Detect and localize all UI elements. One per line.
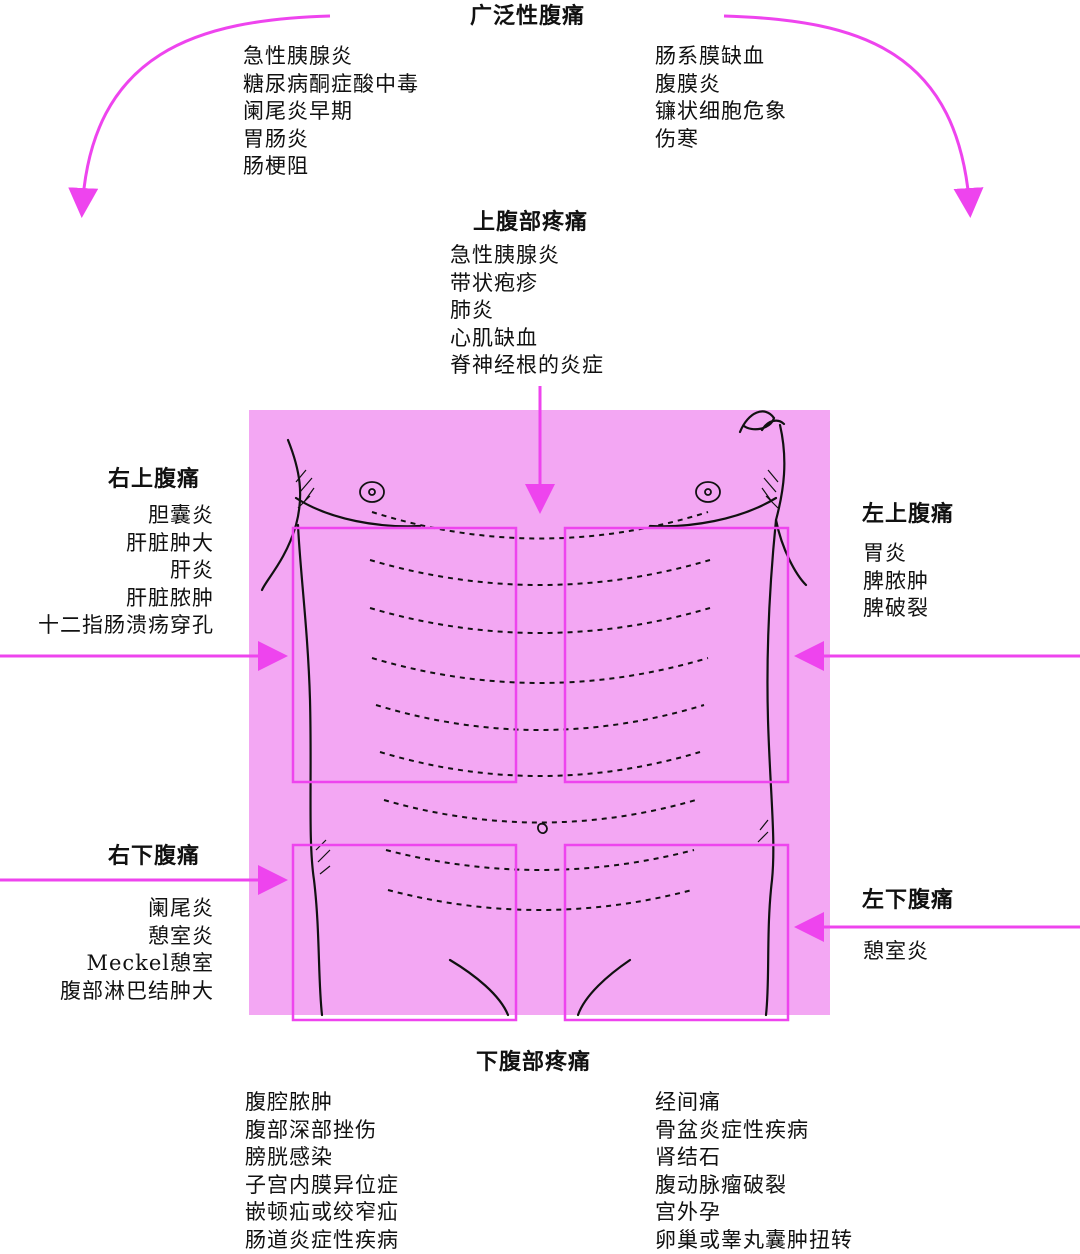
condition-item: 脾破裂 — [863, 595, 929, 623]
condition-item: 肝炎 — [38, 557, 214, 585]
condition-item: 憩室炎 — [60, 923, 214, 951]
condition-item: 胃炎 — [863, 540, 929, 568]
condition-item: 带状疱疹 — [450, 270, 604, 298]
generalized-left-list: 急性胰腺炎糖尿病酮症酸中毒阑尾炎早期胃肠炎肠梗阻 — [243, 43, 419, 181]
condition-item: 腹膜炎 — [655, 71, 787, 99]
condition-item: 镰状细胞危象 — [655, 98, 787, 126]
condition-item: 肠道炎症性疾病 — [245, 1227, 399, 1254]
hypogastric-pain-title: 下腹部疼痛 — [476, 1044, 591, 1076]
condition-item: 肠梗阻 — [243, 153, 419, 181]
condition-item: 脾脓肿 — [863, 568, 929, 596]
generalized-right-list: 肠系膜缺血腹膜炎镰状细胞危象伤寒 — [655, 43, 787, 153]
condition-item: 阑尾炎早期 — [243, 98, 419, 126]
condition-item: 腹部淋巴结肿大 — [60, 978, 214, 1006]
condition-item: 肺炎 — [450, 297, 604, 325]
rlq-pain-title: 右下腹痛 — [108, 838, 200, 870]
condition-item: 阑尾炎 — [60, 895, 214, 923]
condition-item: 腹动脉瘤破裂 — [655, 1172, 853, 1200]
hypogastric-right-list: 经间痛骨盆炎症性疾病肾结石腹动脉瘤破裂宫外孕卵巢或睾丸囊肿扭转 — [655, 1089, 853, 1254]
llq-list: 憩室炎 — [863, 938, 929, 966]
condition-item: 腹部深部挫伤 — [245, 1117, 399, 1145]
luq-list: 胃炎脾脓肿脾破裂 — [863, 540, 929, 623]
generalized-pain-title: 广泛性腹痛 — [470, 0, 585, 30]
condition-item: 宫外孕 — [655, 1199, 853, 1227]
condition-item: 十二指肠溃疡穿孔 — [38, 612, 214, 640]
condition-item: 急性胰腺炎 — [243, 43, 419, 71]
condition-item: 伤寒 — [655, 126, 787, 154]
condition-item: 脊神经根的炎症 — [450, 352, 604, 380]
condition-item: 胆囊炎 — [38, 502, 214, 530]
condition-item: 肾结石 — [655, 1144, 853, 1172]
epigastric-list: 急性胰腺炎带状疱疹肺炎心肌缺血脊神经根的炎症 — [450, 242, 604, 380]
condition-item: 肠系膜缺血 — [655, 43, 787, 71]
epigastric-pain-title: 上腹部疼痛 — [473, 204, 588, 236]
condition-item: 心肌缺血 — [450, 325, 604, 353]
condition-item: 肝脏脓肿 — [38, 585, 214, 613]
condition-item: 糖尿病酮症酸中毒 — [243, 71, 419, 99]
condition-item: 膀胱感染 — [245, 1144, 399, 1172]
condition-item: 经间痛 — [655, 1089, 853, 1117]
condition-item: 嵌顿疝或绞窄疝 — [245, 1199, 399, 1227]
llq-pain-title: 左下腹痛 — [862, 882, 954, 914]
condition-item: Meckel憩室 — [60, 950, 214, 978]
condition-item: 子宫内膜异位症 — [245, 1172, 399, 1200]
hypogastric-left-list: 腹腔脓肿腹部深部挫伤膀胱感染子宫内膜异位症嵌顿疝或绞窄疝肠道炎症性疾病 — [245, 1089, 399, 1254]
condition-item: 腹腔脓肿 — [245, 1089, 399, 1117]
condition-item: 卵巢或睾丸囊肿扭转 — [655, 1227, 853, 1254]
condition-item: 肝脏肿大 — [38, 530, 214, 558]
condition-item: 急性胰腺炎 — [450, 242, 604, 270]
condition-item: 骨盆炎症性疾病 — [655, 1117, 853, 1145]
luq-pain-title: 左上腹痛 — [862, 496, 954, 528]
ruq-pain-title: 右上腹痛 — [108, 461, 200, 493]
condition-item: 憩室炎 — [863, 938, 929, 966]
ruq-list: 胆囊炎肝脏肿大肝炎肝脏脓肿十二指肠溃疡穿孔 — [38, 502, 214, 640]
condition-item: 胃肠炎 — [243, 126, 419, 154]
